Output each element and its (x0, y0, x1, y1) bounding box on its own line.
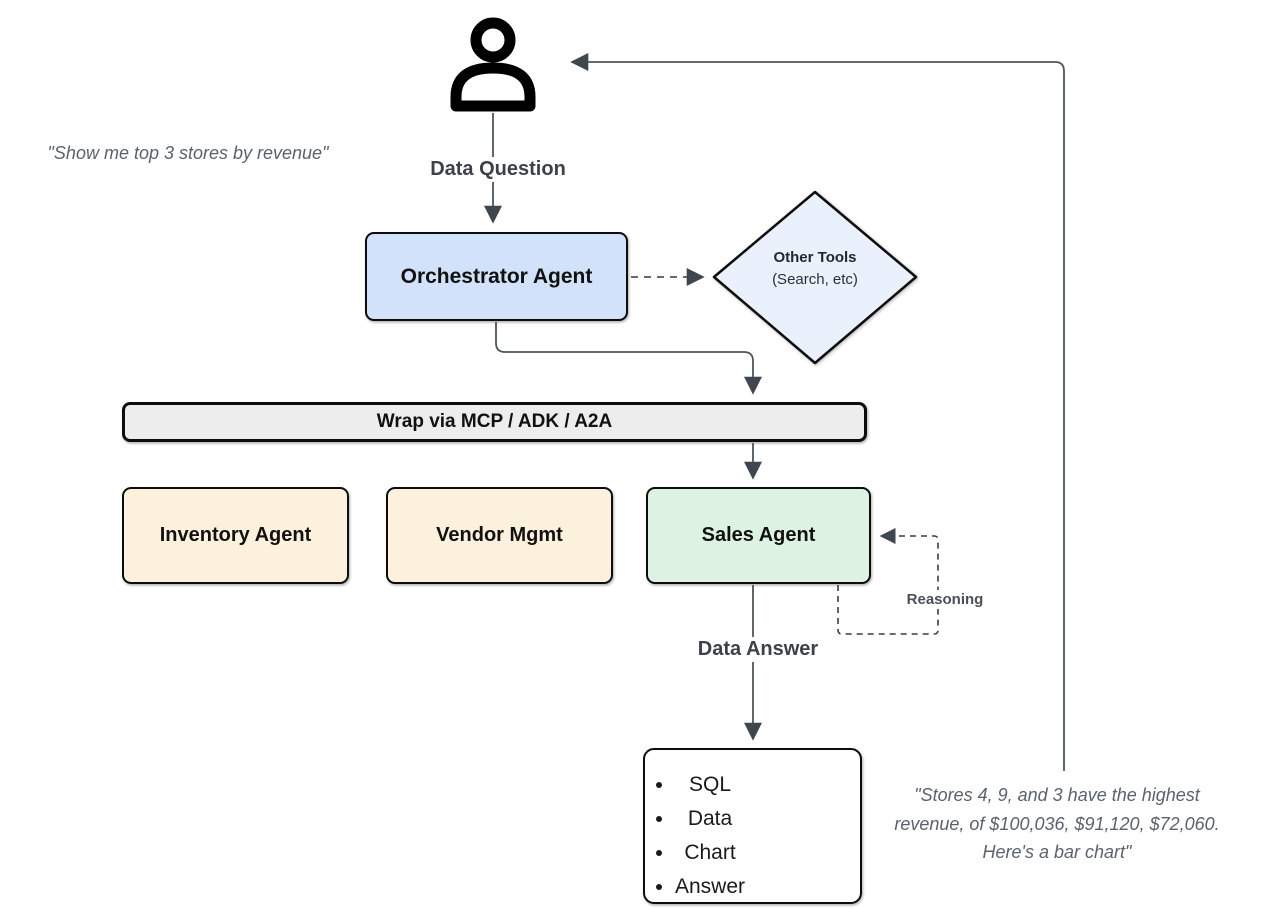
reasoning-label: Reasoning (891, 590, 999, 609)
arrow-orchestrator-to-wrapbar (495, 322, 762, 395)
wrap-protocol-bar-node: Wrap via MCP / ADK / A2A (122, 402, 867, 442)
vendor-mgmt-label: Vendor Mgmt (436, 524, 563, 546)
inventory-agent-label: Inventory Agent (159, 524, 312, 546)
output-item-sql: SQL (675, 772, 745, 798)
output-list: SQL Data Chart Answer (651, 764, 745, 908)
output-item-chart: Chart (675, 840, 745, 866)
output-item-data: Data (675, 806, 745, 832)
other-tools-subtitle: (Search, etc) (772, 271, 858, 288)
orchestrator-agent-label: Orchestrator Agent (400, 264, 593, 288)
output-box: SQL Data Chart Answer (643, 748, 862, 904)
inventory-agent-node: Inventory Agent (122, 487, 349, 584)
sales-agent-label: Sales Agent (701, 524, 816, 546)
person-icon (450, 17, 536, 112)
vendor-mgmt-node: Vendor Mgmt (386, 487, 613, 584)
wrap-protocol-bar-label: Wrap via MCP / ADK / A2A (376, 411, 613, 432)
data-question-label: Data Question (409, 157, 587, 182)
other-tools-title: Other Tools (773, 249, 857, 266)
output-item-answer: Answer (675, 874, 745, 900)
data-answer-label: Data Answer (674, 637, 842, 662)
agent-answer-quote: "Stores 4, 9, and 3 have the highest rev… (894, 785, 1220, 862)
other-tools-text: Other Tools (Search, etc) (735, 247, 895, 291)
other-tools-diamond (712, 190, 918, 365)
sales-agent-node: Sales Agent (646, 487, 871, 584)
user-question-quote: "Show me top 3 stores by revenue" (47, 143, 329, 163)
orchestrator-agent-node: Orchestrator Agent (365, 232, 628, 321)
